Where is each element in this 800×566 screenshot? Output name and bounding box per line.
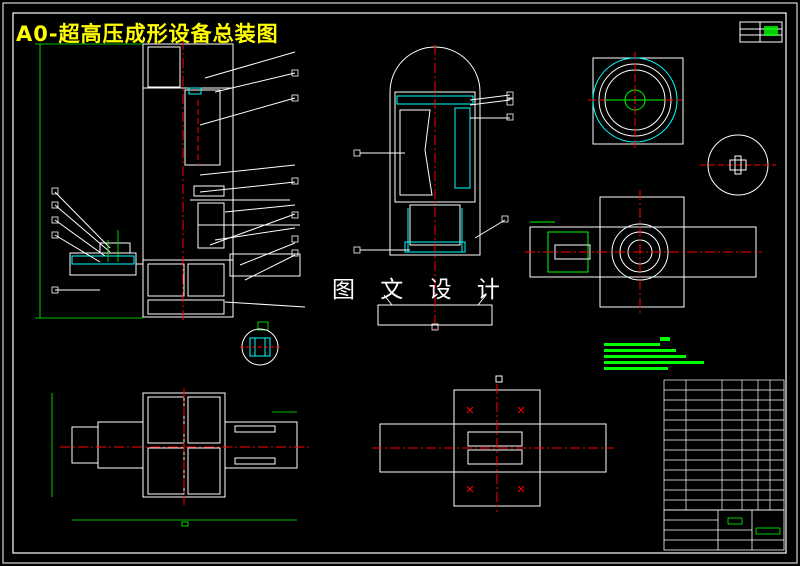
main-view-tag-boxes — [51, 69, 299, 294]
main-view-dimensions — [35, 43, 269, 331]
plan-view-left — [60, 388, 310, 505]
flange-top-view — [588, 52, 684, 148]
detail-circle-right — [700, 134, 776, 196]
cross-side-view — [525, 190, 762, 315]
dome-vessel-view — [360, 45, 511, 330]
dome-view-tags — [353, 91, 514, 331]
drawing-title: A0-超高压成形设备总装图 — [16, 22, 279, 46]
technical-notes-block — [604, 337, 704, 370]
watermark-text: 图 文 设 计 — [332, 277, 509, 303]
title-block — [663, 509, 785, 551]
detail-circle-bottom-left — [240, 328, 280, 366]
top-right-code-box — [739, 21, 783, 43]
parts-list-table — [663, 379, 785, 511]
sheet-inner-border — [12, 12, 787, 554]
plan-view-center-bolts — [466, 406, 525, 493]
main-section-view — [54, 40, 306, 320]
plan-view-left-dimensions — [51, 393, 297, 527]
plan-view-center — [372, 375, 614, 512]
